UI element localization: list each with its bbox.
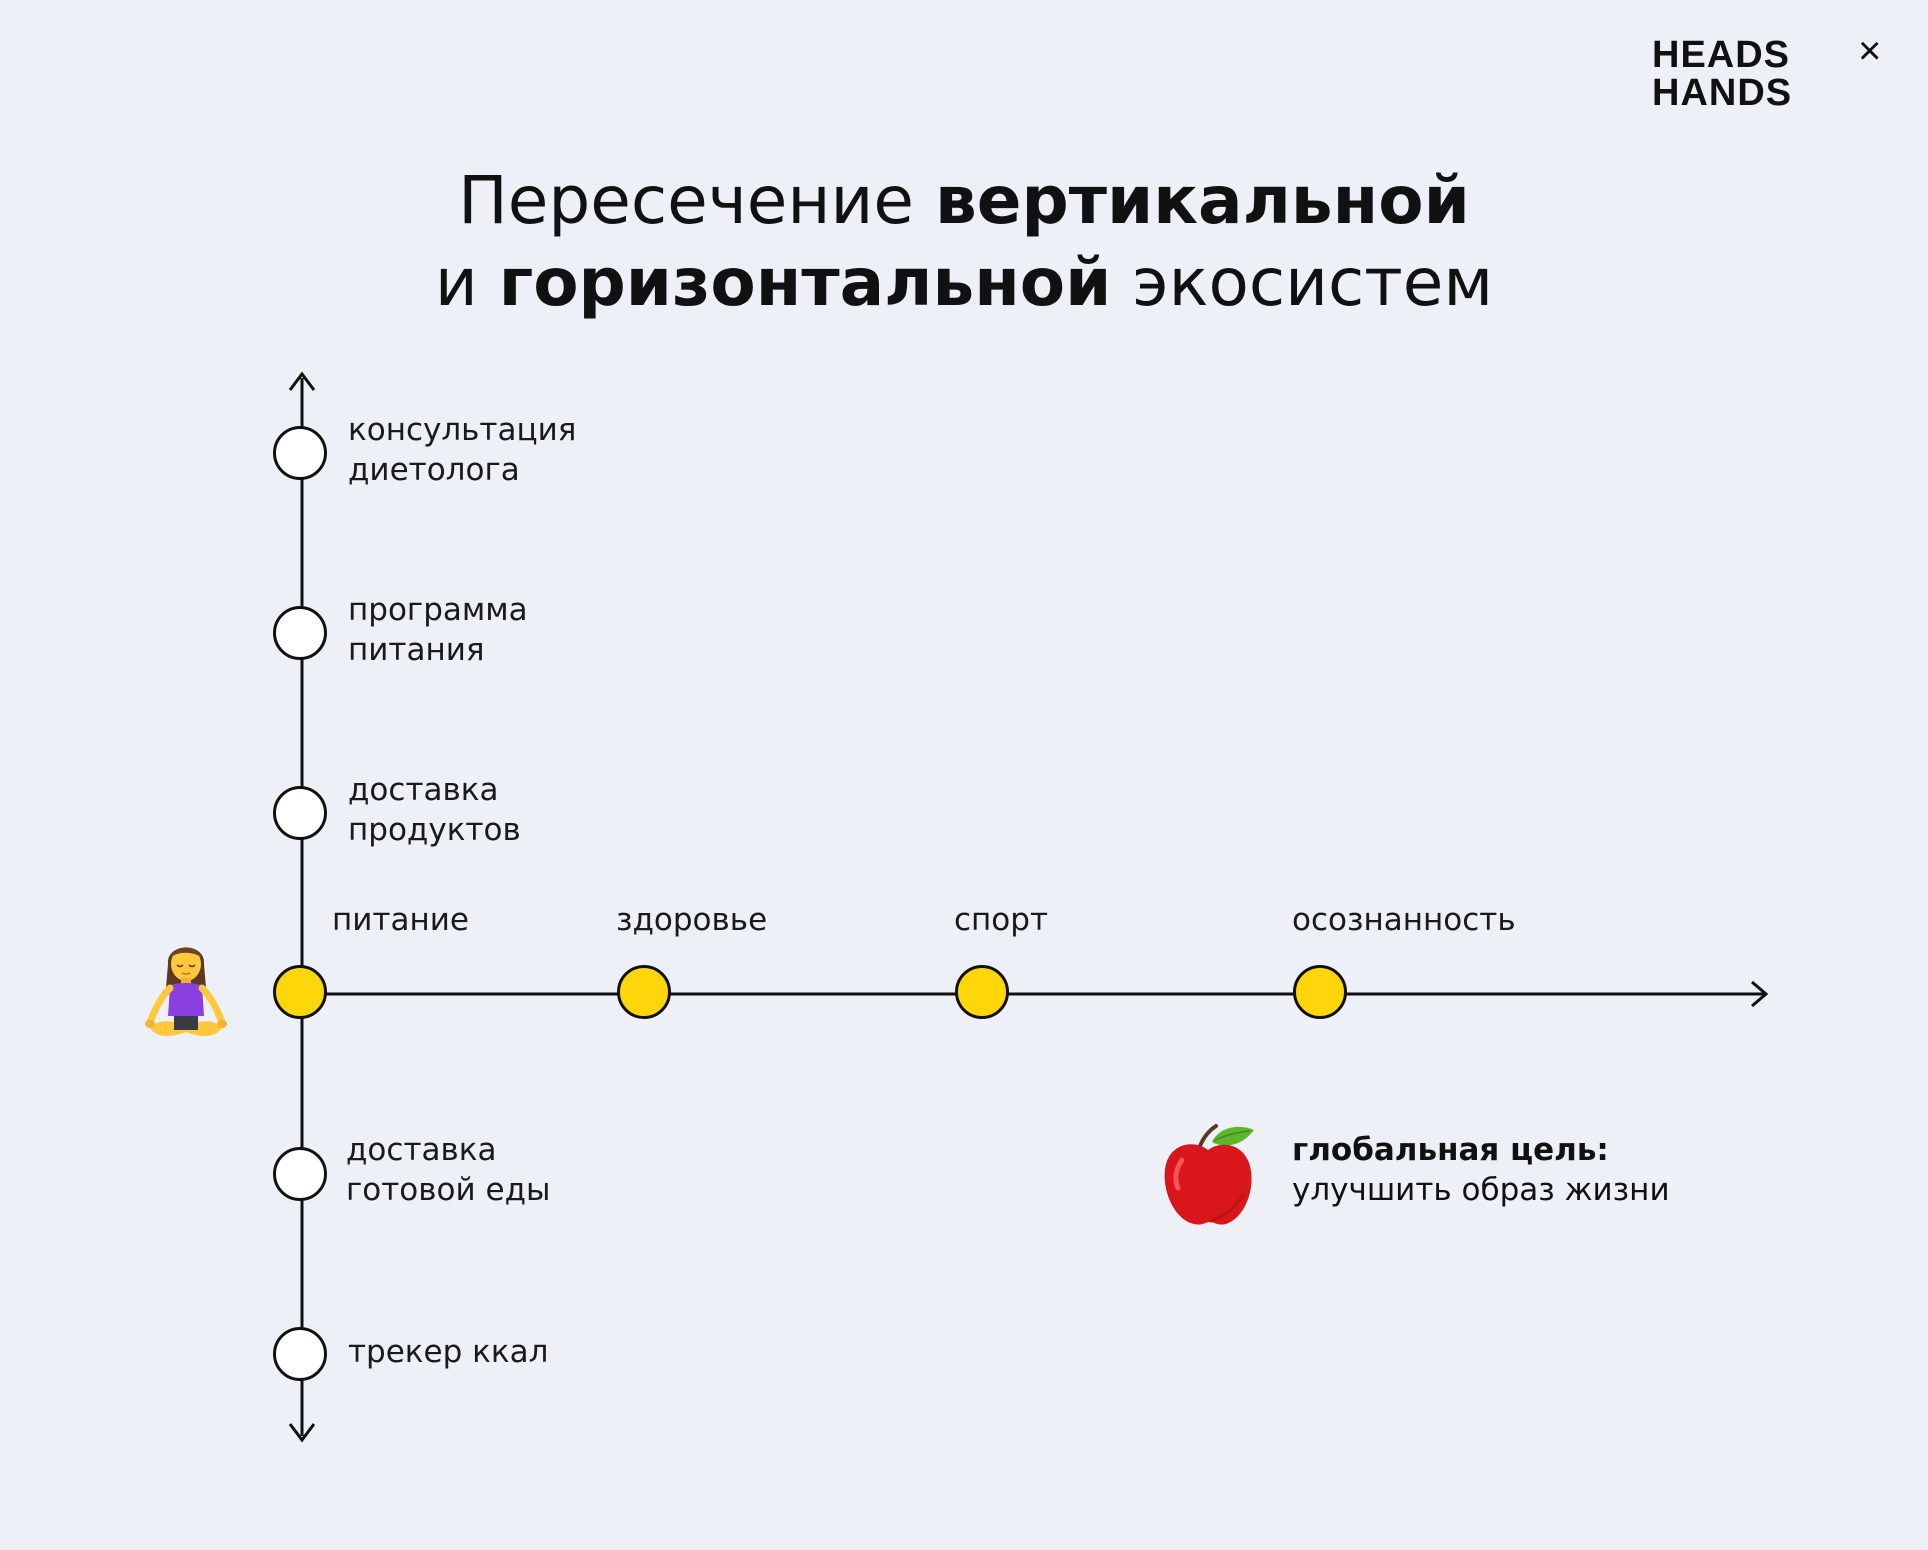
title-line-1-regular: Пересечение: [458, 162, 935, 239]
vertical-node-grocery-delivery: [273, 786, 327, 840]
vertical-node-consultation: [273, 426, 327, 480]
vertical-label-consultation-line1: консультация: [348, 412, 577, 448]
vertical-node-nutrition-program: [273, 606, 327, 660]
vertical-axis-arrow-up: [288, 371, 316, 391]
title-line-1: Пересечение вертикальной: [0, 160, 1928, 242]
horizontal-label-nutrition: питание: [332, 902, 469, 938]
vertical-label-ready-food-delivery-line2: готовой еды: [346, 1172, 551, 1208]
horizontal-node-sport: [955, 965, 1009, 1019]
vertical-label-ready-food-delivery: доставка готовой еды: [346, 1130, 551, 1210]
vertical-node-calorie-tracker: [273, 1327, 327, 1381]
logo-x-mark: ×: [1858, 29, 1883, 73]
vertical-label-grocery-delivery: доставка продуктов: [348, 770, 521, 850]
vertical-label-grocery-delivery-line2: продуктов: [348, 812, 521, 848]
vertical-label-ready-food-delivery-line1: доставка: [346, 1132, 497, 1168]
title-line-2: и горизонтальной экосистем: [0, 242, 1928, 324]
horizontal-node-nutrition: [273, 965, 327, 1019]
horizontal-node-mindfulness: [1293, 965, 1347, 1019]
title-line-1-bold: вертикальной: [934, 162, 1470, 239]
vertical-node-ready-food-delivery: [273, 1147, 327, 1201]
horizontal-label-mindfulness: осознанность: [1292, 902, 1516, 938]
page-title: Пересечение вертикальной и горизонтально…: [0, 160, 1928, 324]
vertical-label-calorie-tracker: трекер ккал: [348, 1332, 548, 1372]
horizontal-label-health: здоровье: [616, 902, 768, 938]
horizontal-node-health: [617, 965, 671, 1019]
title-line-2-bold: горизонтальной: [498, 244, 1112, 321]
global-goal: глобальная цель: улучшить образ жизни: [1292, 1130, 1670, 1210]
vertical-label-consultation: консультация диетолога: [348, 410, 576, 490]
person-in-lotus-position-icon: [145, 947, 227, 1036]
logo-line-1: HEADS: [1652, 34, 1791, 76]
global-goal-text: улучшить образ жизни: [1292, 1172, 1670, 1208]
vertical-label-grocery-delivery-line1: доставка: [348, 772, 499, 808]
vertical-label-nutrition-program-line2: питания: [348, 632, 485, 668]
vertical-label-consultation-line2: диетолога: [348, 452, 520, 488]
logo-line-2: HANDS: [1652, 72, 1793, 114]
horizontal-label-sport: спорт: [954, 902, 1049, 938]
vertical-label-calorie-tracker-line1: трекер ккал: [348, 1334, 549, 1370]
horizontal-axis-arrow-right: [1751, 980, 1769, 1008]
global-goal-title: глобальная цель:: [1292, 1132, 1609, 1168]
vertical-label-nutrition-program: программа питания: [348, 590, 528, 670]
title-line-2-regular-end: экосистем: [1111, 244, 1494, 321]
vertical-axis-arrow-down: [288, 1423, 316, 1443]
title-line-2-regular-start: и: [434, 244, 499, 321]
red-apple-icon: [1164, 1124, 1254, 1225]
headsxhands-logo: HEADS HANDS ×: [1652, 31, 1881, 114]
vertical-label-nutrition-program-line1: программа: [348, 592, 528, 628]
